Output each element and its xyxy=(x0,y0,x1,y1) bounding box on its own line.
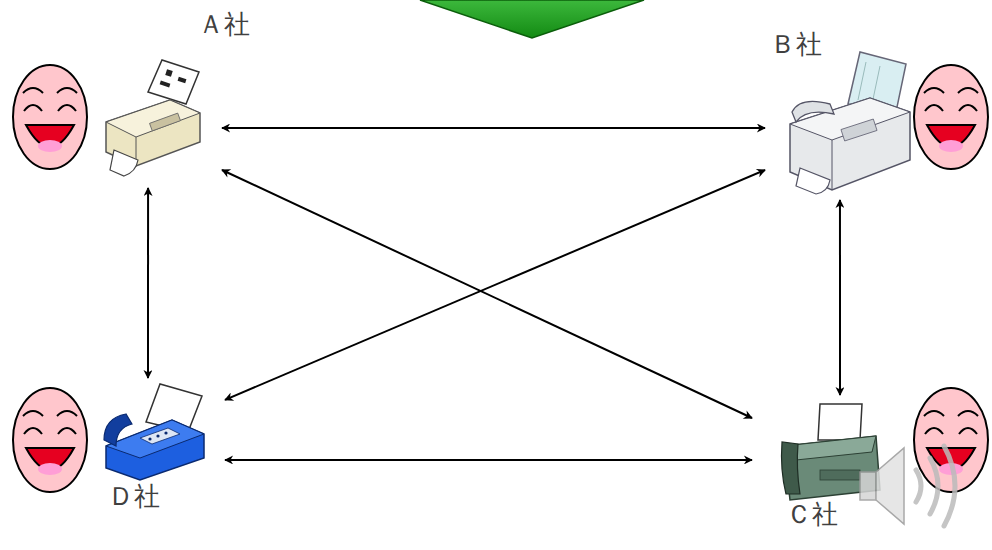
fax-machine xyxy=(790,52,910,194)
connector xyxy=(222,170,752,418)
company-node: Ｃ社 xyxy=(752,395,880,502)
smiling-face xyxy=(13,65,87,169)
company-name: Ｄ社 xyxy=(108,482,160,511)
fax-machine xyxy=(104,384,204,480)
company-node: Ｄ社 xyxy=(100,378,225,482)
smiling-face xyxy=(13,388,87,492)
fax-machine xyxy=(782,404,881,500)
speaker-icon xyxy=(860,446,955,526)
company-name: Ｃ社 xyxy=(786,500,838,529)
smiling-face xyxy=(914,388,988,492)
fax-machine xyxy=(106,60,200,176)
connector xyxy=(147,188,149,378)
connector xyxy=(839,200,841,395)
smiling-face xyxy=(914,65,988,169)
connector xyxy=(222,127,765,129)
company-node: Ｂ社 xyxy=(765,50,910,200)
connector xyxy=(225,459,752,461)
company-name: Ａ社 xyxy=(198,10,250,39)
company-node: Ａ社 xyxy=(105,62,222,188)
connector xyxy=(225,170,765,400)
company-name: Ｂ社 xyxy=(770,30,822,59)
down-arrow xyxy=(420,0,644,38)
